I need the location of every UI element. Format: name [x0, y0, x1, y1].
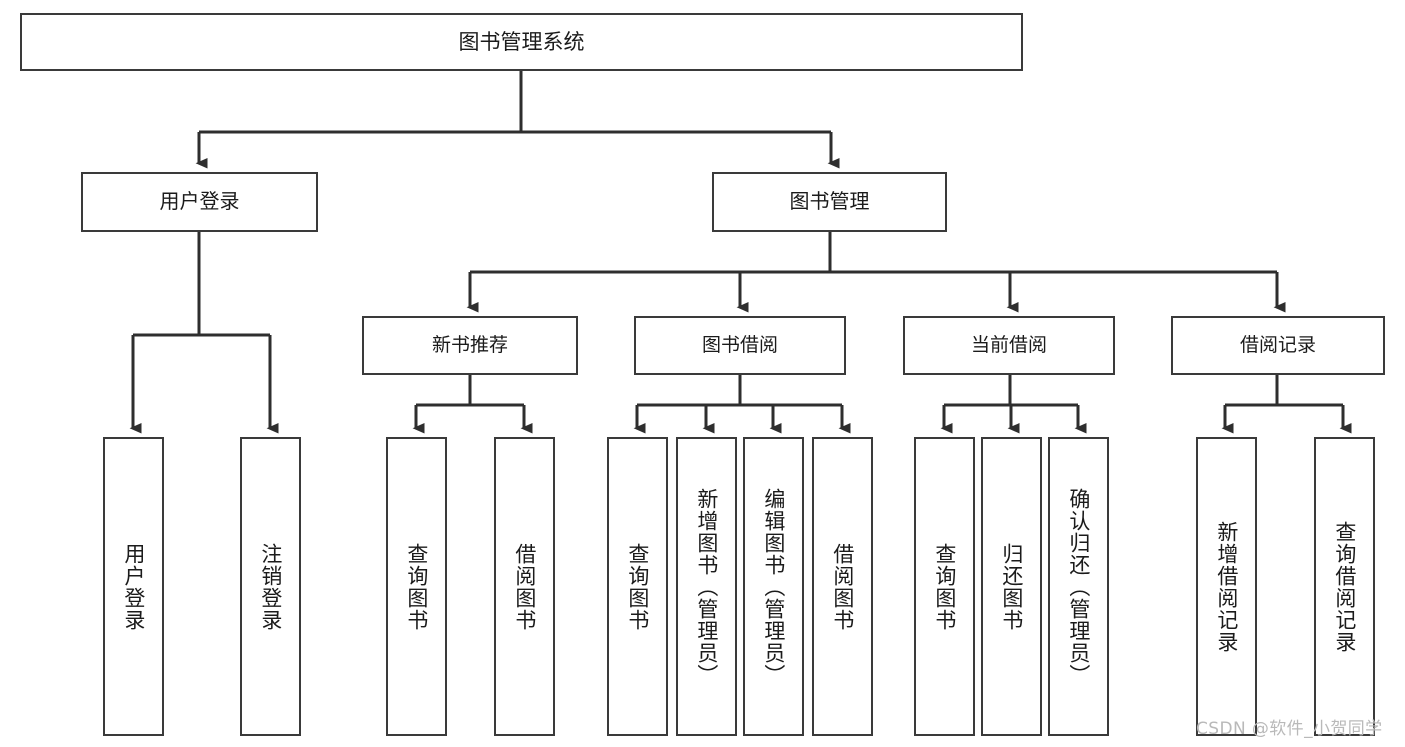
node-user-login[interactable]: 用户登录 [81, 172, 318, 232]
leaf-current-query-book-label: 查询图书 [932, 542, 957, 631]
leaf-borrow-edit-book-admin-label: 编辑图书（管理员） [761, 487, 786, 686]
leaf-recommend-query-book[interactable]: 查询图书 [386, 437, 447, 736]
leaf-record-query-record[interactable]: 查询借阅记录 [1314, 437, 1375, 736]
node-current-borrow[interactable]: 当前借阅 [903, 316, 1115, 375]
leaf-recommend-borrow-book[interactable]: 借阅图书 [494, 437, 555, 736]
leaf-current-confirm-return-admin[interactable]: 确认归还（管理员） [1048, 437, 1109, 736]
node-new-book-recommend[interactable]: 新书推荐 [362, 316, 578, 375]
node-book-borrow-label: 图书借阅 [701, 334, 778, 357]
node-borrow-record[interactable]: 借阅记录 [1171, 316, 1385, 375]
leaf-recommend-query-book-label: 查询图书 [404, 542, 429, 631]
leaf-record-query-record-label: 查询借阅记录 [1332, 520, 1357, 653]
leaf-borrow-add-book-admin-label: 新增图书（管理员） [694, 487, 719, 686]
leaf-borrow-query-book-label: 查询图书 [625, 542, 650, 631]
leaf-borrow-borrow-book-label: 借阅图书 [830, 542, 855, 631]
leaf-current-confirm-return-admin-label: 确认归还（管理员） [1066, 487, 1091, 686]
leaf-current-return-book[interactable]: 归还图书 [981, 437, 1042, 736]
leaf-borrow-add-book-admin[interactable]: 新增图书（管理员） [676, 437, 737, 736]
leaf-borrow-borrow-book[interactable]: 借阅图书 [812, 437, 873, 736]
node-new-book-recommend-label: 新书推荐 [431, 334, 508, 357]
watermark-text: CSDN @软件_小贺同学 [1196, 719, 1383, 739]
leaf-borrow-edit-book-admin[interactable]: 编辑图书（管理员） [743, 437, 804, 736]
leaf-borrow-query-book[interactable]: 查询图书 [607, 437, 668, 736]
node-root-system[interactable]: 图书管理系统 [20, 13, 1023, 71]
leaf-logout[interactable]: 注销登录 [240, 437, 301, 736]
leaf-record-add-record[interactable]: 新增借阅记录 [1196, 437, 1257, 736]
leaf-recommend-borrow-book-label: 借阅图书 [512, 542, 537, 631]
node-book-management-label: 图书管理 [789, 189, 870, 214]
node-current-borrow-label: 当前借阅 [970, 334, 1047, 357]
leaf-logout-label: 注销登录 [258, 542, 283, 631]
node-book-management[interactable]: 图书管理 [712, 172, 947, 232]
node-book-borrow[interactable]: 图书借阅 [634, 316, 846, 375]
leaf-record-add-record-label: 新增借阅记录 [1214, 520, 1239, 653]
node-borrow-record-label: 借阅记录 [1239, 334, 1316, 357]
leaf-current-return-book-label: 归还图书 [999, 542, 1024, 631]
leaf-user-login[interactable]: 用户登录 [103, 437, 164, 736]
leaf-user-login-label: 用户登录 [121, 542, 146, 631]
node-root-label: 图书管理系统 [458, 29, 585, 54]
leaf-current-query-book[interactable]: 查询图书 [914, 437, 975, 736]
node-user-login-label: 用户登录 [159, 189, 240, 214]
